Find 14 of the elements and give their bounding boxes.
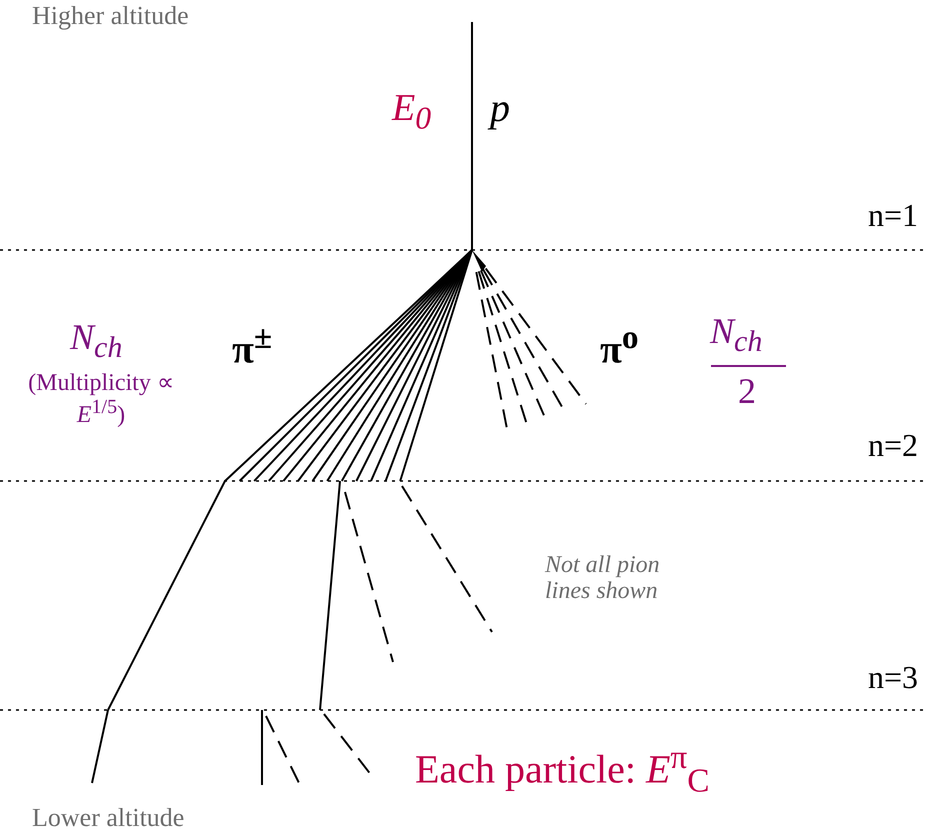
generation-label: n=1 xyxy=(868,198,918,234)
generation-label: n=2 xyxy=(868,428,918,464)
note: Not all pion lines shown xyxy=(545,552,661,605)
fraction-numerator: N$_{ch}$ xyxy=(710,312,762,358)
multiplicity-symbol: N$_{ch}$ xyxy=(70,318,122,364)
generation-label: n=3 xyxy=(868,660,918,696)
particle-label: π$^{±}$ xyxy=(232,320,272,372)
energy-label: E$_{0}$ xyxy=(392,88,432,136)
altitude-label: Lower altitude xyxy=(32,804,184,833)
fraction-denominator: 2 xyxy=(738,372,756,412)
particle-label: π$^{o}$ xyxy=(600,320,639,372)
multiplicity-label: (Multiplicity ∝ E$^{1/5}$) xyxy=(27,370,175,429)
particle-label: p xyxy=(490,86,510,130)
altitude-label: Higher altitude xyxy=(32,2,189,31)
